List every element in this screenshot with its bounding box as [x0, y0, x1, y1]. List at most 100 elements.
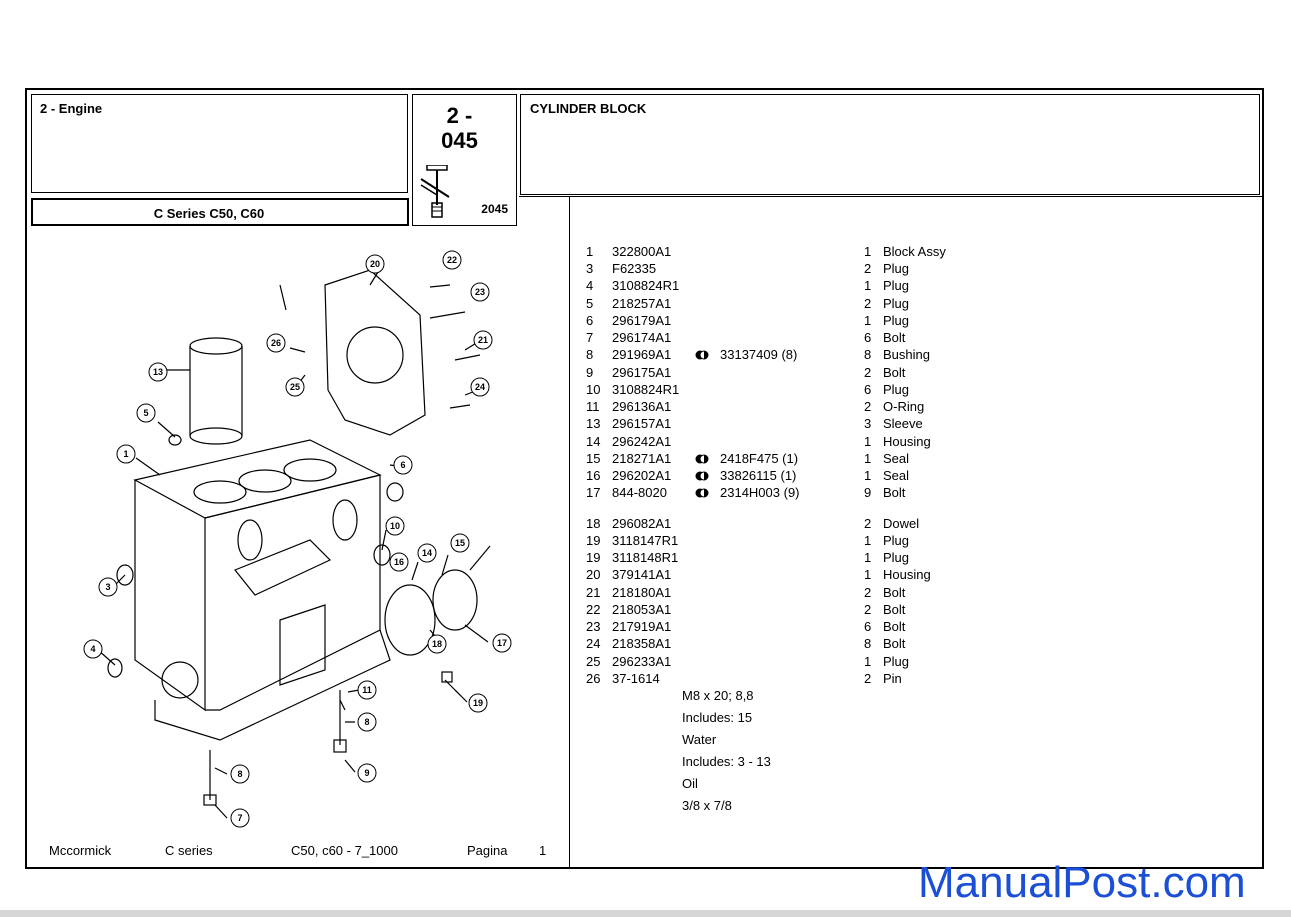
callout-16: 16	[389, 552, 409, 572]
svg-text:24: 24	[475, 382, 485, 392]
part-number: 296202A1	[612, 468, 672, 483]
alt-part-number: 2314H003 (9)	[720, 485, 800, 500]
part-number: 844-8020	[612, 485, 667, 500]
svg-text:23: 23	[475, 287, 485, 297]
part-quantity: 6	[864, 619, 872, 634]
callout-24: 24	[470, 377, 490, 397]
cylinder-block-drawing	[97, 269, 491, 819]
callout-21: 21	[473, 330, 493, 350]
part-description: Plug	[883, 278, 910, 293]
part-ref: 20	[586, 567, 601, 582]
svg-text:16: 16	[394, 557, 404, 567]
part-quantity: 8	[864, 636, 872, 651]
part-quantity: 2	[864, 671, 872, 686]
part-ref: 19	[586, 533, 601, 548]
part-ref: 19	[586, 550, 601, 565]
part-description: Plug	[883, 261, 910, 276]
part-ref: 9	[586, 365, 594, 380]
part-quantity: 6	[864, 330, 872, 345]
part-ref: 8	[586, 347, 594, 362]
part-ref: 5	[586, 296, 594, 311]
divider-vertical	[569, 196, 570, 868]
part-description: Dowel	[883, 516, 920, 531]
part-number: 296082A1	[612, 516, 672, 531]
part-ref: 15	[586, 451, 601, 466]
callout-6: 6	[393, 455, 413, 475]
note-line: Water	[682, 732, 717, 747]
callout-8: 8	[230, 764, 250, 784]
engine-part-icon	[420, 165, 450, 218]
page-number-line2: 045	[441, 128, 478, 153]
part-description: Seal	[883, 451, 910, 466]
part-quantity: 2	[864, 516, 872, 531]
part-ref: 21	[586, 585, 601, 600]
part-number: 379141A1	[612, 567, 672, 582]
part-number: 218053A1	[612, 602, 672, 617]
part-number: 218358A1	[612, 636, 672, 651]
footer-page-label: Pagina	[467, 843, 508, 858]
part-number: 296242A1	[612, 434, 672, 449]
group-title: CYLINDER BLOCK	[530, 101, 647, 116]
alt-part-number: 33137409 (8)	[720, 347, 798, 362]
part-ref: 22	[586, 602, 601, 617]
page-number-line1: 2 -	[446, 103, 473, 128]
svg-text:18: 18	[432, 639, 442, 649]
footer-page-number: 1	[539, 843, 547, 858]
part-description: Plug	[883, 654, 910, 669]
svg-text:17: 17	[497, 638, 507, 648]
part-number: 296174A1	[612, 330, 672, 345]
alt-part-number: 33826115 (1)	[720, 468, 797, 483]
svg-text:21: 21	[478, 335, 488, 345]
part-quantity: 2	[864, 296, 872, 311]
part-ref: 16	[586, 468, 601, 483]
part-ref: 10	[586, 382, 601, 397]
interchange-icon	[695, 488, 709, 498]
part-quantity: 1	[864, 550, 872, 565]
part-quantity: 1	[864, 654, 872, 669]
svg-text:20: 20	[370, 259, 380, 269]
part-ref: 6	[586, 313, 594, 328]
callout-3: 3	[98, 577, 118, 597]
svg-text:7: 7	[237, 813, 242, 823]
part-description: Plug	[883, 313, 910, 328]
part-quantity: 1	[864, 533, 872, 548]
section-title: 2 - Engine	[40, 101, 103, 116]
part-number: 291969A1	[612, 347, 672, 362]
interchange-icon	[695, 454, 709, 464]
part-number: 296157A1	[612, 416, 672, 431]
callout-19: 19	[468, 693, 488, 713]
part-quantity: 2	[864, 399, 872, 414]
part-ref: 26	[586, 671, 601, 686]
part-description: Plug	[883, 296, 910, 311]
svg-text:9: 9	[364, 768, 369, 778]
group-title-box: CYLINDER BLOCK	[520, 94, 1260, 195]
part-quantity: 6	[864, 382, 872, 397]
part-description: Housing	[883, 434, 931, 449]
svg-text:25: 25	[290, 382, 300, 392]
page-number: 2 - 045	[413, 103, 516, 153]
part-number: 37-1614	[612, 671, 660, 686]
part-quantity: 2	[864, 365, 872, 380]
part-quantity: 3	[864, 416, 872, 431]
svg-text:26: 26	[271, 338, 281, 348]
callout-13: 13	[148, 362, 168, 382]
callout-18: 18	[427, 634, 447, 654]
part-quantity: 9	[864, 485, 872, 500]
part-description: Bushing	[883, 347, 930, 362]
part-description: Housing	[883, 567, 931, 582]
callout-9: 9	[357, 763, 377, 783]
part-quantity: 1	[864, 434, 872, 449]
part-description: Bolt	[883, 485, 906, 500]
model-box: C Series C50, C60	[31, 198, 409, 226]
svg-text:8: 8	[237, 769, 242, 779]
part-number: 296233A1	[612, 654, 672, 669]
part-description: Bolt	[883, 619, 906, 634]
part-ref: 7	[586, 330, 594, 345]
callout-25: 25	[285, 377, 305, 397]
note-line: Includes: 15	[682, 710, 753, 725]
note-line: Includes: 3 - 13	[682, 754, 771, 769]
note-line: M8 x 20; 8,8	[682, 688, 754, 703]
svg-text:6: 6	[400, 460, 405, 470]
part-quantity: 2	[864, 585, 872, 600]
